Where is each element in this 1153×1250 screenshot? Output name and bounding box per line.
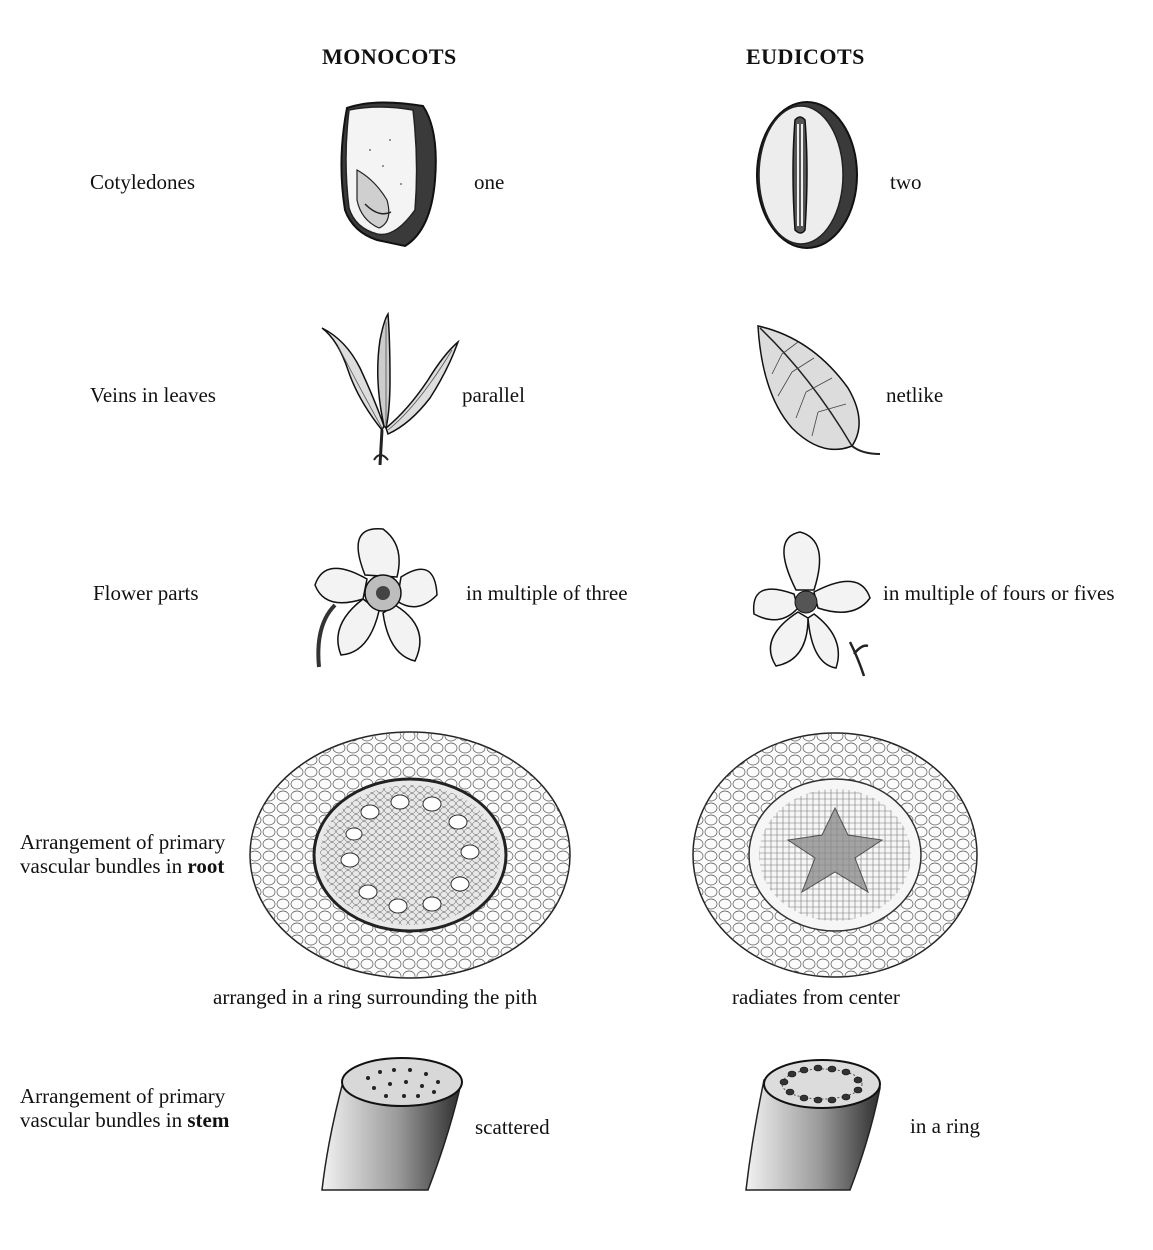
monocot-stem-arrangement: scattered bbox=[475, 1115, 550, 1139]
stem-label-line1: Arrangement of primary bbox=[20, 1084, 226, 1108]
cotyledons-label: Cotyledones bbox=[90, 170, 195, 194]
five-part-flower-icon bbox=[752, 531, 871, 677]
eudicot-vein-type: netlike bbox=[886, 383, 944, 407]
monocot-vein-type: parallel bbox=[462, 383, 525, 407]
monocots-header: MONOCOTS bbox=[322, 44, 457, 69]
monocot-seed-icon bbox=[340, 101, 437, 248]
eudicot-seed-icon bbox=[756, 101, 858, 249]
eudicot-cotyledon-count: two bbox=[890, 170, 922, 194]
three-part-flower-icon bbox=[314, 528, 438, 668]
eudicots-header: EUDICOTS bbox=[746, 44, 865, 69]
monocot-cotyledon-count: one bbox=[474, 170, 505, 194]
eudicot-flower-parts: in multiple of fours or fives bbox=[883, 581, 1115, 605]
eudicot-stem-arrangement: in a ring bbox=[910, 1114, 980, 1138]
monocot-flower-parts: in multiple of three bbox=[466, 581, 628, 605]
netlike-vein-leaf-icon bbox=[757, 325, 881, 455]
eudicot-root-arrangement: radiates from center bbox=[732, 985, 900, 1009]
parallel-vein-leaf-icon bbox=[321, 311, 460, 466]
eudicot-stem-section-icon bbox=[745, 1059, 881, 1191]
root-label-line1: Arrangement of primary bbox=[20, 830, 226, 854]
root-label-line2: vascular bundles in bbox=[20, 854, 188, 878]
veins-label: Veins in leaves bbox=[90, 383, 216, 407]
stem-label-line2: vascular bundles in bbox=[20, 1108, 188, 1132]
monocot-stem-section-icon bbox=[321, 1057, 463, 1191]
root-arrangement-label: Arrangement of primary vascular bundles … bbox=[20, 830, 225, 878]
flower-label: Flower parts bbox=[93, 581, 199, 605]
root-label-bold: root bbox=[187, 854, 225, 878]
monocot-root-cross-section-icon bbox=[249, 731, 571, 979]
stem-arrangement-label: Arrangement of primary vascular bundles … bbox=[20, 1084, 229, 1132]
monocot-root-arrangement: arranged in a ring surrounding the pith bbox=[213, 985, 538, 1009]
stem-label-bold: stem bbox=[187, 1108, 230, 1132]
eudicot-root-cross-section-icon bbox=[692, 732, 978, 978]
